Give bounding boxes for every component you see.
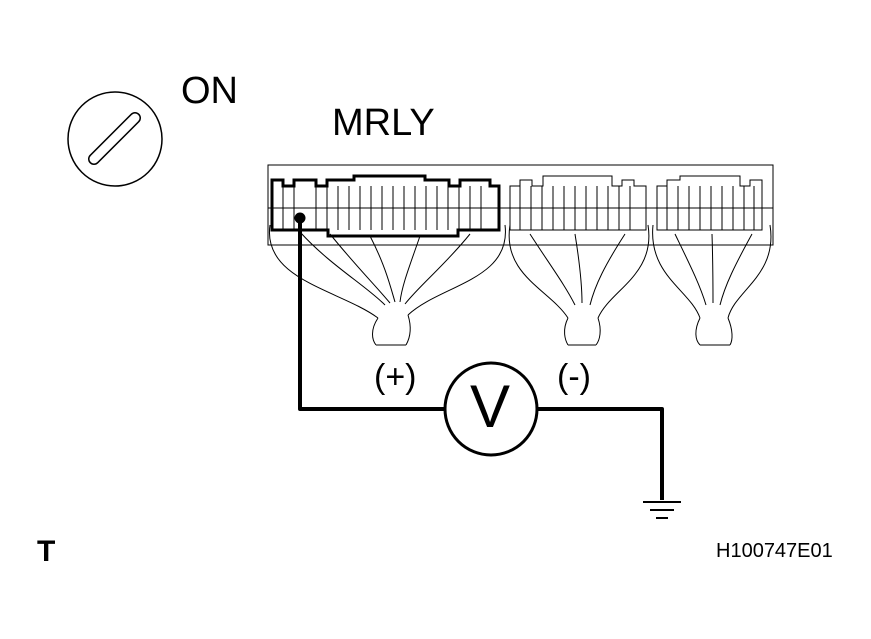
corner-mark: T: [37, 535, 56, 568]
figure-code: H100747E01: [716, 540, 833, 562]
connector-middle: [509, 175, 647, 231]
mrly-connector: [270, 174, 501, 238]
ground-icon: [643, 501, 681, 519]
wire-harness: [269, 224, 772, 346]
connector-name-label: MRLY: [332, 102, 435, 144]
connector-right: [656, 175, 763, 231]
positive-terminal-label: (+): [374, 358, 417, 396]
negative-lead-wire: [537, 407, 664, 500]
probe-wires: [298, 218, 664, 500]
ignition-status-label: ON: [181, 70, 238, 112]
ignition-key-icon: [67, 91, 163, 187]
voltmeter-icon: [443, 361, 539, 457]
negative-terminal-label: (-): [557, 358, 591, 396]
probe-contact-point: [294, 212, 306, 224]
voltmeter-symbol: V: [469, 373, 511, 440]
positive-lead-wire: [298, 218, 445, 411]
